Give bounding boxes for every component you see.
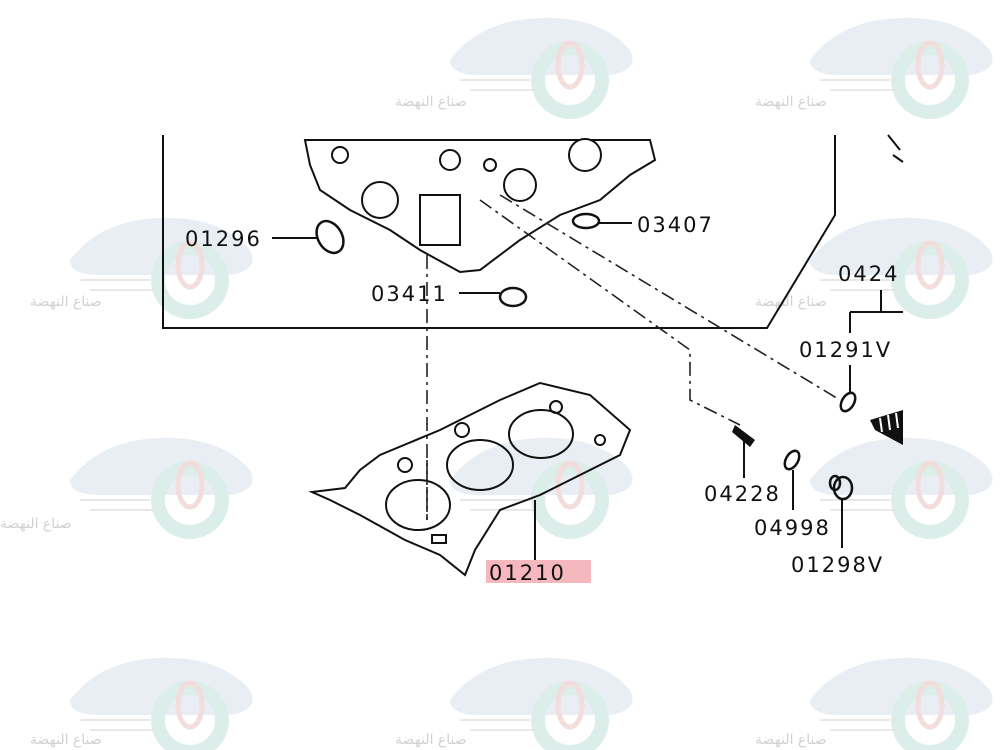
watermark-text: صناع النهضة: [395, 732, 467, 748]
part-label-0424[interactable]: 0424: [838, 262, 899, 286]
watermark-text: صناع النهضة: [755, 732, 827, 748]
watermark-text: صناع النهضة: [755, 94, 827, 110]
watermark-text: صناع النهضة: [395, 94, 467, 110]
o-ring-01291v: [839, 391, 857, 413]
oil-seal-01296: [315, 219, 345, 255]
plug-03407: [571, 212, 601, 230]
part-label-01291v[interactable]: 01291V: [799, 338, 892, 362]
assembly-frame: [162, 135, 836, 329]
watermark-text: صناع النهضة: [30, 732, 102, 748]
head-gasket: [308, 381, 632, 577]
part-label-01296[interactable]: 01296: [185, 227, 262, 251]
part-label-01210[interactable]: 01210: [489, 561, 566, 585]
guide-line: [499, 194, 841, 401]
watermark-text: صناع النهضة: [755, 294, 827, 310]
part-fragment: [887, 134, 904, 163]
part-label-01298v[interactable]: 01298V: [791, 553, 884, 577]
sensor-part: [870, 410, 903, 445]
part-label-03407[interactable]: 03407: [637, 213, 714, 237]
guide-line: [479, 199, 741, 426]
part-label-04228[interactable]: 04228: [704, 482, 781, 506]
washer-04998: [783, 449, 801, 471]
cylinder-head-illustration: [303, 138, 657, 274]
bolt-04228: [732, 425, 755, 447]
part-label-04998[interactable]: 04998: [754, 516, 831, 540]
watermarks: صناع النهضة صناع النهضة صناع النهضة صناع…: [0, 18, 993, 750]
leader-line: [849, 290, 903, 333]
part-label-03411[interactable]: 03411: [371, 282, 448, 306]
plug-03411: [498, 286, 528, 308]
highlight-01210: [486, 560, 591, 583]
watermark-text: صناع النهضة: [30, 294, 102, 310]
watermark-text: صناع النهضة: [0, 516, 72, 532]
